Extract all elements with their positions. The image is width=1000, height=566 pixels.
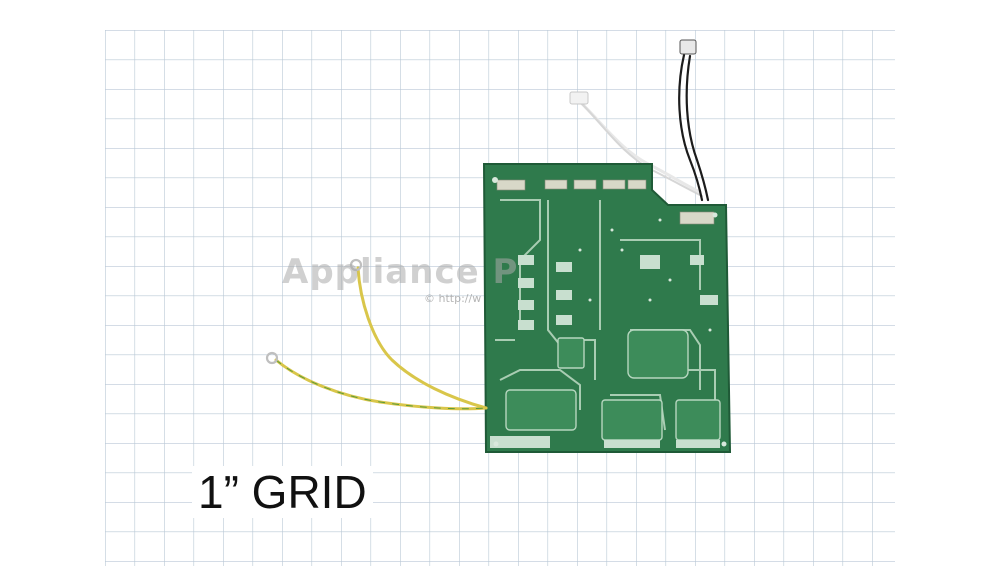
- ground-wire: [265, 258, 488, 411]
- sensor-tip: [679, 39, 697, 55]
- ring-terminal: [265, 351, 279, 365]
- grid-scale-label: 1” GRID: [192, 466, 373, 518]
- sensor-wire: [678, 39, 710, 202]
- ring-terminal: [349, 258, 363, 272]
- circuit-board: [482, 163, 732, 453]
